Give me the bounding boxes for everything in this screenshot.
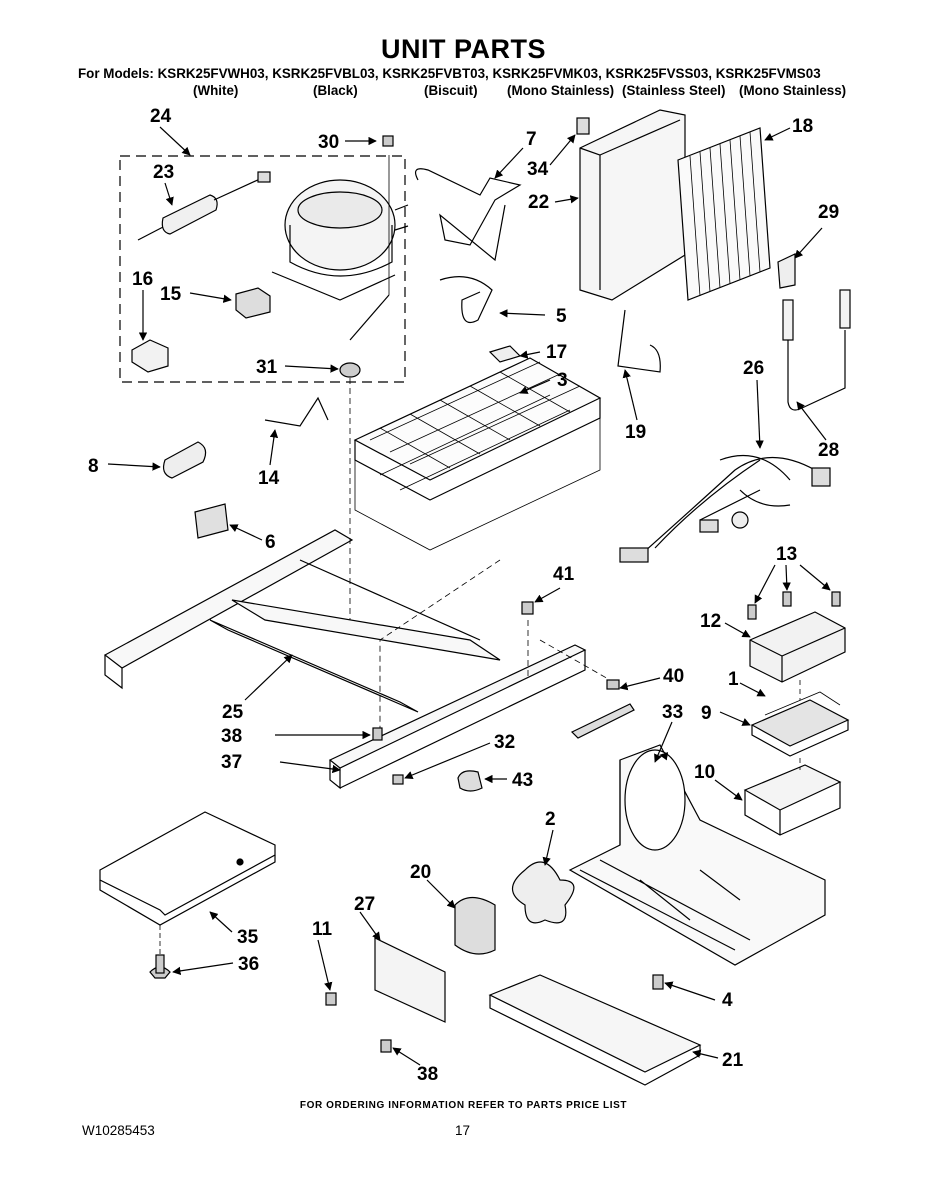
callout-33: 33 [662, 702, 683, 723]
callout-12: 12 [700, 611, 721, 632]
callout-38-lower: 38 [417, 1064, 438, 1085]
color-mono-stainless-2: (Mono Stainless) [739, 83, 847, 98]
color-white: (White) [193, 83, 239, 98]
bracket-shape [374, 937, 446, 1023]
callout-19: 19 [625, 422, 646, 443]
tie-40-shape [570, 703, 635, 739]
control-box-shape [743, 764, 842, 836]
crossmember-shape [328, 644, 587, 790]
callout-1: 1 [728, 669, 739, 690]
fan-blade-shape [511, 861, 575, 924]
callout-3: 3 [557, 370, 568, 391]
overload-shape [131, 339, 169, 373]
color-biscuit: (Biscuit) [424, 83, 478, 98]
callout-43: 43 [512, 770, 533, 791]
tube-5-shape [439, 276, 493, 324]
evaporator-coil-shape [353, 357, 602, 551]
document-number: W10285453 [82, 1123, 155, 1138]
callout-23: 23 [153, 162, 174, 183]
fan-motor-shape [454, 896, 496, 955]
drier-shape [137, 171, 271, 241]
callout-9: 9 [701, 703, 712, 724]
callout-11: 11 [312, 919, 333, 940]
callout-15: 15 [160, 284, 182, 305]
callout-8: 8 [88, 456, 99, 477]
callout-5: 5 [556, 306, 567, 327]
relay-shape [235, 287, 271, 319]
callout-31: 31 [256, 357, 278, 378]
callout-34: 34 [527, 159, 549, 180]
callout-10: 10 [694, 762, 715, 783]
callout-40: 40 [663, 666, 684, 687]
callout-32: 32 [494, 732, 515, 753]
callout-16: 16 [132, 269, 153, 290]
tube-14-shape [264, 396, 329, 427]
compressor-shape [271, 179, 409, 301]
tube-28-shape [787, 300, 846, 411]
color-black: (Black) [313, 83, 358, 98]
callout-13: 13 [776, 544, 797, 565]
condenser-coil-shape [677, 127, 771, 301]
callout-30: 30 [318, 132, 339, 153]
drain-pan-shape [488, 974, 702, 1086]
cover-panel-shape [99, 811, 276, 926]
color-mono-stainless: (Mono Stainless) [507, 83, 615, 98]
page-number: 17 [455, 1123, 471, 1138]
callout-4: 4 [722, 990, 733, 1011]
color-stainless-steel: (Stainless Steel) [622, 83, 726, 98]
wire-19-shape [617, 309, 661, 373]
callout-41: 41 [553, 564, 575, 585]
callout-27: 27 [354, 894, 375, 915]
callout-6: 6 [265, 532, 276, 553]
callout-26: 26 [743, 358, 764, 379]
callout-24: 24 [150, 106, 172, 127]
models-line: For Models: KSRK25FVWH03, KSRK25FVBL03, … [78, 66, 821, 81]
bushing-shape [457, 770, 483, 792]
callout-18: 18 [792, 116, 813, 137]
shroud-shape [576, 109, 686, 301]
tube-7-shape [415, 168, 522, 262]
callout-36: 36 [238, 954, 259, 975]
callout-37: 37 [221, 752, 242, 773]
control-board-shape [750, 691, 850, 757]
callout-21: 21 [722, 1050, 744, 1071]
clip-29-shape [777, 253, 796, 289]
callout-29: 29 [818, 202, 839, 223]
callout-20: 20 [410, 862, 431, 883]
bolt-30-shape [382, 135, 394, 147]
callout-7: 7 [526, 129, 537, 150]
callout-17: 17 [546, 342, 567, 363]
harness-shape [619, 454, 831, 563]
callout-22: 22 [528, 192, 549, 213]
page-title: UNIT PARTS [381, 34, 546, 64]
callout-28: 28 [818, 440, 839, 461]
ordering-note: FOR ORDERING INFORMATION REFER TO PARTS … [299, 1100, 628, 1111]
callout-2: 2 [545, 809, 556, 830]
base-pan-shape [568, 744, 826, 966]
control-cover-shape [749, 611, 846, 683]
insulation-shape [162, 441, 207, 479]
callout-25: 25 [222, 702, 244, 723]
callout-14: 14 [258, 468, 280, 489]
pad-6-shape [194, 503, 229, 539]
rails-shape [103, 529, 501, 713]
callout-35: 35 [237, 927, 259, 948]
grommet-shape [339, 362, 361, 378]
callout-38-upper: 38 [221, 726, 242, 747]
